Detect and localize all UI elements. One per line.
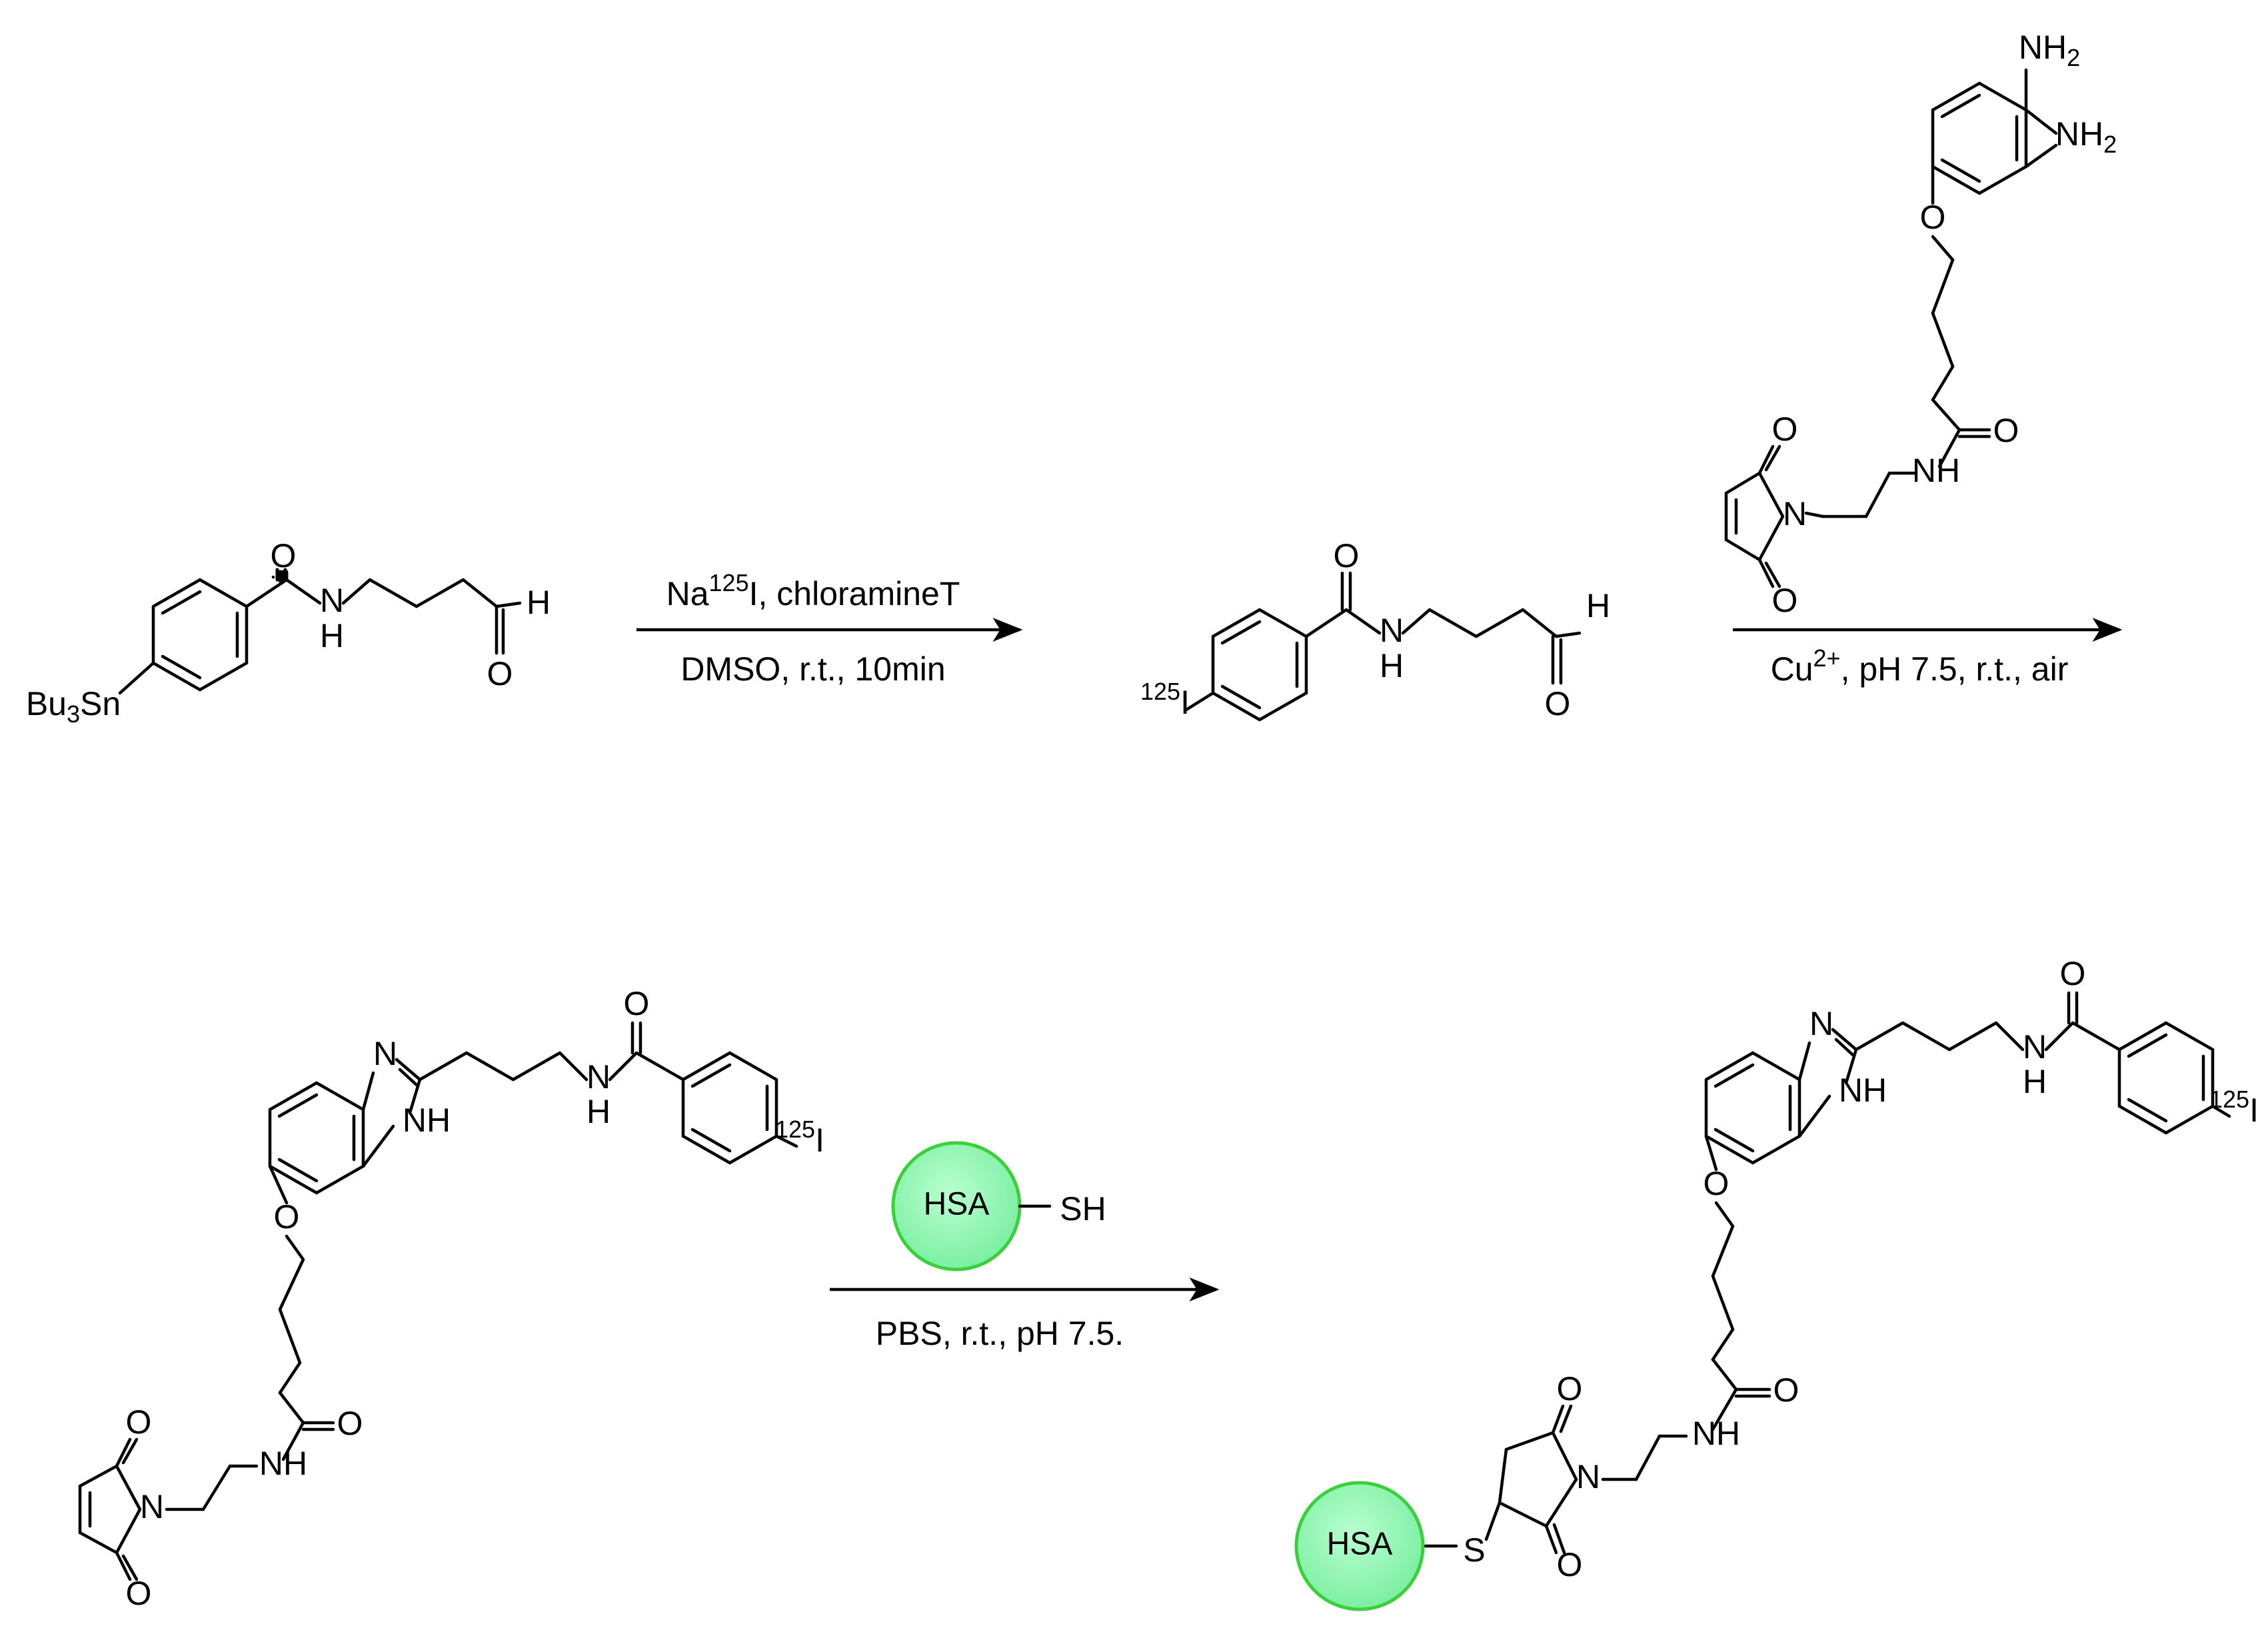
compound-3-benzimidazole-maleimide bbox=[78, 1021, 798, 1581]
reagent-maleimide-diamine bbox=[1724, 68, 2058, 588]
c4-amide-n: N bbox=[2023, 1028, 2047, 1066]
c3-maleimide-n: N bbox=[140, 1488, 164, 1525]
hsa-thiol: SH bbox=[1060, 1190, 1106, 1227]
c4-amide2-nh: NH bbox=[1692, 1415, 1740, 1452]
compound-2-iodo-aldehyde bbox=[1184, 571, 1582, 722]
c1-aldehyde-h: H bbox=[527, 584, 551, 621]
c2-carbonyl-o: O bbox=[1334, 537, 1360, 574]
c3-maleimide-o-top: O bbox=[126, 1403, 152, 1441]
step3-conditions: PBS, r.t., pH 7.5. bbox=[876, 1315, 1124, 1352]
c3-amide2-o: O bbox=[337, 1405, 363, 1442]
c3-carbonyl-o: O bbox=[624, 985, 650, 1022]
c1-amide-h: H bbox=[320, 617, 344, 654]
c3-amide2-nh: NH bbox=[259, 1445, 307, 1482]
c4-iodine: 125I bbox=[2209, 1086, 2259, 1130]
compound-4-hsa-conjugate bbox=[1421, 991, 2231, 1555]
reagent-maleimide-n: N bbox=[1783, 495, 1807, 532]
c3-amide-n: N bbox=[586, 1058, 610, 1096]
c3-imidazole-nh: NH bbox=[403, 1102, 451, 1139]
c1-amide-n: N bbox=[320, 582, 344, 619]
reagent-nh2-side: NH2 bbox=[2055, 115, 2117, 157]
hsa-conjugate-sphere bbox=[1294, 1481, 1425, 1611]
reagent-nh2-top: NH2 bbox=[2019, 29, 2080, 71]
c2-aldehyde-o: O bbox=[1545, 685, 1571, 722]
reagent-amide-nh: NH bbox=[1912, 452, 1960, 489]
reagent-ether-o: O bbox=[1920, 199, 1946, 236]
arrow-step-1: Na125I, chloramineT DMSO, r.t., 10min bbox=[636, 569, 1023, 688]
c4-imidazole-nh: NH bbox=[1839, 1072, 1887, 1109]
arrow-step-3: HSA SH PBS, r.t., pH 7.5. bbox=[830, 1141, 1220, 1352]
c2-aldehyde-h: H bbox=[1586, 587, 1610, 624]
c4-carbonyl-o: O bbox=[2060, 955, 2086, 992]
hsa-conjugate-label: HSA bbox=[1327, 1527, 1393, 1562]
c4-imidazole-n: N bbox=[1809, 1005, 1833, 1042]
c3-amide-h: H bbox=[586, 1093, 610, 1130]
reagent-maleimide-o-bottom: O bbox=[1772, 582, 1798, 619]
arrow-step-2: Cu2+, pH 7.5, r.t., air bbox=[1733, 618, 2123, 688]
c3-maleimide-o-bottom: O bbox=[126, 1575, 152, 1612]
c2-amide-h: H bbox=[1380, 647, 1404, 684]
c4-succinimide-o-bottom: O bbox=[1557, 1546, 1583, 1583]
reagent-maleimide-o-top: O bbox=[1772, 410, 1798, 448]
c4-amide2-o: O bbox=[1773, 1371, 1799, 1409]
c3-ether-o: O bbox=[274, 1198, 300, 1235]
step2-conditions: Cu2+, pH 7.5, r.t., air bbox=[1771, 644, 2069, 688]
c4-ether-o: O bbox=[1703, 1165, 1729, 1202]
c1-carbonyl-o: O bbox=[271, 537, 297, 574]
step1-conditions: DMSO, r.t., 10min bbox=[680, 650, 945, 688]
c4-thioether-s: S bbox=[1463, 1531, 1485, 1569]
c2-iodine: 125I bbox=[1140, 678, 1190, 722]
c1-bu3sn: Bu3Sn bbox=[26, 685, 121, 727]
step1-reagent: Na125I, chloramineT bbox=[666, 569, 960, 613]
hsa-reagent-label: HSA bbox=[924, 1187, 990, 1222]
c1-aldehyde-o: O bbox=[487, 655, 513, 692]
c3-iodine: 125I bbox=[775, 1116, 824, 1160]
c2-amide-n: N bbox=[1380, 612, 1404, 649]
c4-amide-h: H bbox=[2023, 1063, 2047, 1100]
c3-imidazole-n: N bbox=[373, 1035, 397, 1072]
c4-succinimide-n: N bbox=[1576, 1458, 1600, 1495]
reagent-amide-o: O bbox=[1993, 412, 2019, 449]
c4-succinimide-o-top: O bbox=[1557, 1370, 1583, 1407]
